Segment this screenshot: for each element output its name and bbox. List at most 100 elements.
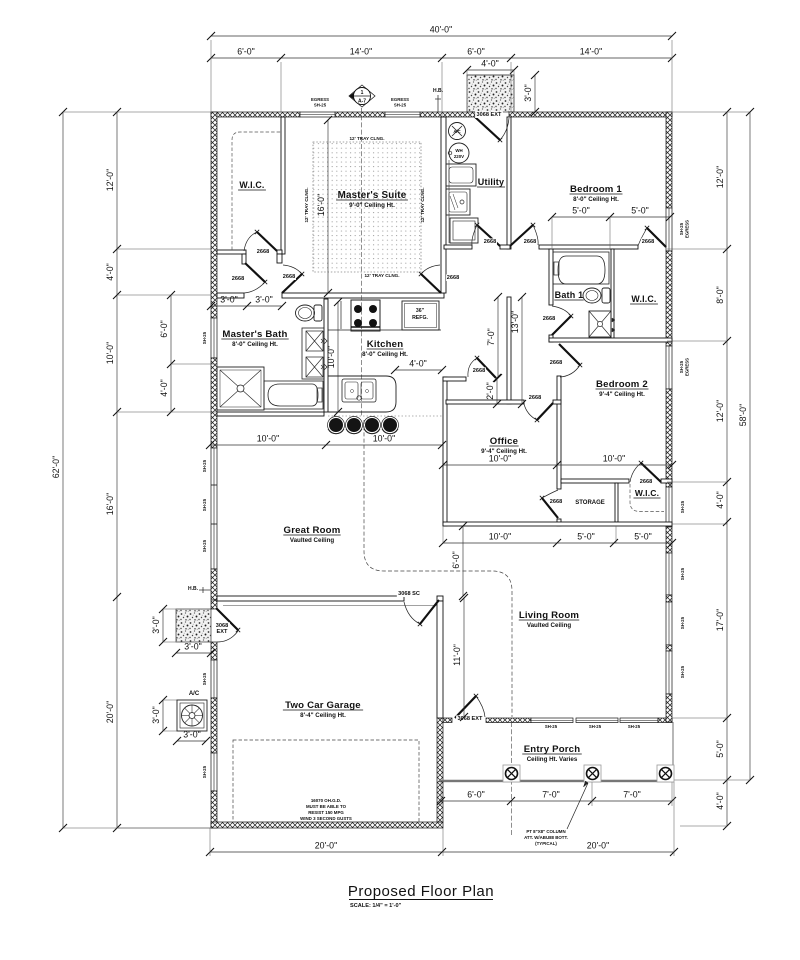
svg-text:Kitchen: Kitchen bbox=[367, 339, 404, 350]
svg-text:4'-0": 4'-0" bbox=[481, 59, 499, 69]
svg-text:12' TRAY CLNG.: 12' TRAY CLNG. bbox=[420, 187, 425, 222]
svg-text:Proposed Floor Plan: Proposed Floor Plan bbox=[348, 883, 494, 900]
svg-text:Living Room: Living Room bbox=[519, 610, 579, 621]
svg-text:4'-0": 4'-0" bbox=[409, 359, 427, 369]
svg-text:SH-25: SH-25 bbox=[680, 500, 685, 513]
svg-text:Great Room: Great Room bbox=[284, 525, 341, 536]
svg-text:2668: 2668 bbox=[257, 249, 269, 255]
svg-text:2668: 2668 bbox=[642, 239, 654, 245]
svg-text:10'-0": 10'-0" bbox=[489, 532, 511, 542]
svg-text:SH-25: SH-25 bbox=[202, 672, 207, 685]
svg-text:12' TRAY CLNG.: 12' TRAY CLNG. bbox=[304, 187, 309, 222]
svg-text:SH-25: SH-25 bbox=[545, 724, 558, 729]
svg-text:Master's Suite: Master's Suite bbox=[338, 190, 407, 201]
svg-text:12' TRAY CLNG.: 12' TRAY CLNG. bbox=[349, 136, 384, 141]
svg-text:A-7: A-7 bbox=[358, 99, 366, 105]
svg-text:4'-0": 4'-0" bbox=[159, 379, 169, 397]
svg-text:3068 SC: 3068 SC bbox=[398, 591, 420, 597]
svg-text:2668: 2668 bbox=[447, 275, 459, 281]
svg-text:8'-0" Ceiling Ht.: 8'-0" Ceiling Ht. bbox=[573, 196, 619, 203]
svg-text:Utility: Utility bbox=[478, 177, 504, 187]
svg-text:Two Car Garage: Two Car Garage bbox=[285, 700, 361, 711]
svg-text:(TYPICAL): (TYPICAL) bbox=[535, 841, 557, 846]
svg-text:10'-0": 10'-0" bbox=[489, 454, 511, 464]
svg-text:H.B.: H.B. bbox=[433, 88, 444, 94]
svg-text:2668: 2668 bbox=[550, 360, 562, 366]
svg-text:2668: 2668 bbox=[232, 276, 244, 282]
svg-text:7'-0": 7'-0" bbox=[486, 328, 496, 346]
svg-text:Entry Porch: Entry Porch bbox=[524, 744, 581, 755]
svg-text:2668: 2668 bbox=[473, 368, 485, 374]
svg-text:16'-0": 16'-0" bbox=[105, 493, 115, 515]
svg-text:16070 OH.G.D.: 16070 OH.G.D. bbox=[311, 798, 341, 803]
svg-text:8'-0" Ceiling Ht.: 8'-0" Ceiling Ht. bbox=[232, 341, 278, 348]
svg-text:10'-0": 10'-0" bbox=[257, 434, 279, 444]
svg-text:3'-0": 3'-0" bbox=[151, 706, 161, 724]
svg-text:4'-0": 4'-0" bbox=[715, 792, 725, 810]
svg-text:SH-25: SH-25 bbox=[680, 567, 685, 580]
svg-text:20'-0": 20'-0" bbox=[105, 701, 115, 723]
svg-text:H.B.: H.B. bbox=[188, 586, 199, 592]
svg-text:REFG.: REFG. bbox=[412, 315, 428, 321]
svg-text:12'-0": 12'-0" bbox=[715, 166, 725, 188]
svg-text:4'-0": 4'-0" bbox=[105, 263, 115, 281]
svg-text:10'-0": 10'-0" bbox=[603, 454, 625, 464]
svg-text:8'-4" Ceiling Ht.: 8'-4" Ceiling Ht. bbox=[300, 712, 346, 719]
svg-text:RESIST 150 MPG: RESIST 150 MPG bbox=[308, 810, 344, 815]
svg-text:20'-0": 20'-0" bbox=[315, 841, 337, 851]
svg-text:3068: 3068 bbox=[216, 623, 228, 629]
svg-text:11'-0": 11'-0" bbox=[452, 644, 462, 666]
svg-text:SH-25: SH-25 bbox=[679, 222, 684, 235]
svg-text:6'-0": 6'-0" bbox=[451, 551, 461, 569]
svg-text:9'-0" Ceiling Ht.: 9'-0" Ceiling Ht. bbox=[349, 202, 395, 209]
svg-text:8'-0": 8'-0" bbox=[715, 286, 725, 304]
svg-text:Vaulted Ceiling: Vaulted Ceiling bbox=[290, 537, 335, 544]
svg-text:36": 36" bbox=[416, 308, 425, 314]
svg-text:14'-0": 14'-0" bbox=[580, 47, 602, 57]
svg-text:SH-25: SH-25 bbox=[628, 724, 641, 729]
svg-text:12' TRAY CLNG.: 12' TRAY CLNG. bbox=[364, 273, 399, 278]
svg-text:9'-4" Ceiling Ht.: 9'-4" Ceiling Ht. bbox=[481, 448, 527, 455]
svg-text:MUST BE ABLE TO: MUST BE ABLE TO bbox=[306, 804, 347, 809]
svg-text:SH-25: SH-25 bbox=[679, 360, 684, 373]
svg-text:Ceiling Ht. Varies: Ceiling Ht. Varies bbox=[527, 756, 578, 763]
svg-text:12'-0": 12'-0" bbox=[105, 169, 115, 191]
svg-text:3068 EXT: 3068 EXT bbox=[477, 112, 502, 118]
svg-text:SCALE: 1/4" = 1'-0": SCALE: 1/4" = 1'-0" bbox=[350, 903, 402, 909]
svg-text:EGRESS: EGRESS bbox=[391, 97, 409, 102]
svg-text:1: 1 bbox=[361, 90, 364, 96]
svg-text:9'-4" Ceiling Ht.: 9'-4" Ceiling Ht. bbox=[599, 391, 645, 398]
svg-text:2668: 2668 bbox=[524, 239, 536, 245]
svg-text:SH-25: SH-25 bbox=[589, 724, 602, 729]
svg-text:6'-0": 6'-0" bbox=[159, 320, 169, 338]
svg-text:58'-0": 58'-0" bbox=[738, 404, 748, 426]
svg-text:2668: 2668 bbox=[550, 499, 562, 505]
svg-text:WH: WH bbox=[455, 148, 462, 153]
svg-text:6'-0": 6'-0" bbox=[467, 47, 485, 57]
svg-text:ATT. W/ABU88 BOTT.: ATT. W/ABU88 BOTT. bbox=[524, 835, 568, 840]
svg-text:Office: Office bbox=[490, 436, 518, 447]
svg-text:10'-0": 10'-0" bbox=[326, 346, 336, 368]
svg-text:SH-25: SH-25 bbox=[202, 539, 207, 552]
svg-text:3'-0": 3'-0" bbox=[151, 616, 161, 634]
svg-text:17'-0": 17'-0" bbox=[715, 609, 725, 631]
svg-text:EGRESS: EGRESS bbox=[684, 358, 689, 376]
svg-text:3'-0": 3'-0" bbox=[255, 295, 273, 305]
svg-text:5'-0": 5'-0" bbox=[577, 532, 595, 542]
svg-text:2668: 2668 bbox=[529, 395, 541, 401]
svg-text:5'-0": 5'-0" bbox=[634, 532, 652, 542]
svg-text:6'-0": 6'-0" bbox=[467, 790, 485, 800]
svg-text:SH-25: SH-25 bbox=[202, 765, 207, 778]
svg-text:3068 EXT: 3068 EXT bbox=[458, 716, 483, 722]
svg-text:62'-0": 62'-0" bbox=[51, 456, 61, 478]
svg-text:3'-0": 3'-0" bbox=[183, 730, 201, 740]
svg-text:16'-0": 16'-0" bbox=[316, 194, 326, 216]
svg-text:5'-0": 5'-0" bbox=[715, 740, 725, 758]
svg-text:EXT: EXT bbox=[217, 629, 228, 635]
svg-text:40'-0": 40'-0" bbox=[430, 25, 452, 35]
svg-text:12'-0": 12'-0" bbox=[715, 400, 725, 422]
svg-text:20'-0": 20'-0" bbox=[587, 841, 609, 851]
svg-text:Bedroom 1: Bedroom 1 bbox=[570, 184, 622, 195]
svg-text:SH-25: SH-25 bbox=[314, 102, 327, 107]
svg-text:6'-0": 6'-0" bbox=[237, 47, 255, 57]
